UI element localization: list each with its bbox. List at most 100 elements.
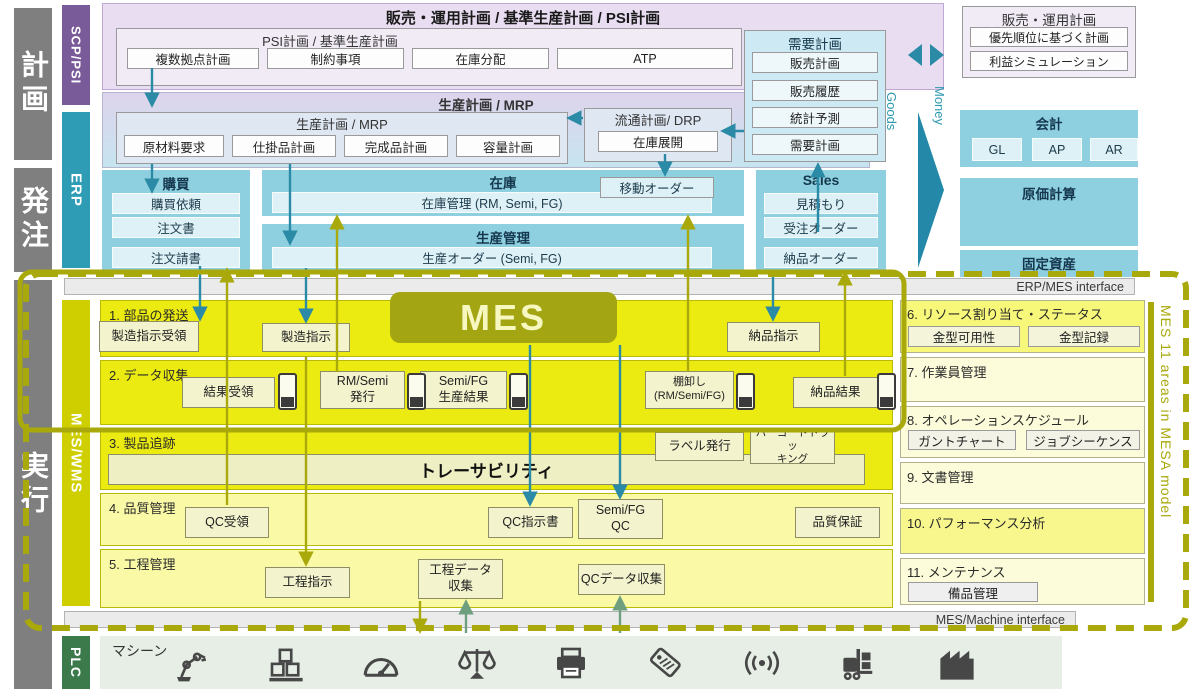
mesa-model-note: MES 11 areas in MESA model <box>1158 305 1174 519</box>
profit-simulation-box: 利益シミュレーション <box>970 51 1128 71</box>
handheld-device-icon <box>407 373 426 410</box>
machine-label: マシーン <box>112 643 168 659</box>
handheld-device-icon <box>877 373 896 410</box>
production-title: 生産管理 <box>476 231 530 246</box>
mrp-box-title: 生産計画 / MRP <box>296 117 388 132</box>
finished-goods-planning-box: 完成品計画 <box>344 135 448 157</box>
printer-icon <box>557 647 585 679</box>
layer-scp-psi-label: SCP/PSI <box>68 25 84 85</box>
mes-area-6-title: 6. リソース割り当て・ステータス <box>907 307 1103 322</box>
goods-flow-label: Goods <box>884 92 899 131</box>
multi-site-planning-box: 複数拠点計画 <box>127 48 259 69</box>
layer-mes-wms: MES/WMS <box>62 300 90 606</box>
planning-main-title: 販売・運用計画 / 基準生産計画 / PSI計画 <box>385 10 661 27</box>
factory-icon <box>940 650 974 680</box>
semi-fg-qc-box: Semi/FG QC <box>578 499 663 539</box>
qc-receipt-box: QC受領 <box>185 507 269 538</box>
handheld-device-icon <box>736 373 755 410</box>
delivery-instruction-box: 納品指示 <box>727 322 820 352</box>
mrp-region-title: 生産計画 / MRP <box>438 98 534 113</box>
sop-title: 販売・運用計画 <box>1001 13 1097 28</box>
layer-erp-label: ERP <box>67 173 85 207</box>
purchase-order-box: 注文書 <box>112 217 240 238</box>
stocktaking-box: 棚卸し (RM/Semi/FG) <box>645 371 734 409</box>
costing-title: 原価計算 <box>1022 187 1076 202</box>
fixed-assets-title: 固定資産 <box>1022 257 1076 272</box>
mesa-note-bar <box>1148 302 1154 602</box>
qc-instruction-box: QC指示書 <box>488 507 573 538</box>
sales-plan-box: 販売計画 <box>752 52 878 73</box>
raw-material-requirements-box: 原材料要求 <box>124 135 224 157</box>
demand-plan-title: 需要計画 <box>788 37 842 52</box>
layer-scp-psi: SCP/PSI <box>62 5 90 105</box>
result-receipt-box: 結果受領 <box>182 377 275 408</box>
mes-machine-interface-label: MES/Machine interface <box>935 612 1065 627</box>
mes-area-10: 10. パフォーマンス分析 <box>900 508 1145 554</box>
scale-icon <box>457 649 496 679</box>
mfg-instruction-box: 製造指示 <box>262 323 350 352</box>
capacity-planning-box: 容量計画 <box>456 135 560 157</box>
production-order-bar: 生産オーダー (Semi, FG) <box>272 247 712 268</box>
gantt-chart-box: ガントチャート <box>908 430 1016 450</box>
purchase-request-box: 購買依頼 <box>112 193 240 214</box>
mes-badge: MES <box>390 292 617 343</box>
layer-erp: ERP <box>62 112 90 268</box>
sales-order-box: 受注オーダー <box>764 217 878 238</box>
ap-box: AP <box>1032 138 1082 161</box>
mes-area-8-title: 8. オペレーションスケジュール <box>907 413 1090 428</box>
delivery-result-box: 納品結果 <box>793 377 878 408</box>
pallet-boxes-icon <box>268 648 303 682</box>
equipment-management-box: 備品管理 <box>908 582 1038 602</box>
mold-availability-box: 金型可用性 <box>908 326 1020 347</box>
inventory-title: 在庫 <box>489 176 517 191</box>
lane-execute-label: 実行 <box>18 450 49 519</box>
mes-area-9-title: 9. 文書管理 <box>907 470 974 485</box>
barcode-tracking-box: バーコードトラッ キング <box>750 427 835 465</box>
tag-icon <box>649 647 681 678</box>
rm-semi-issue-box: RM/Semi 発行 <box>320 371 405 409</box>
wip-planning-box: 仕掛品計画 <box>232 135 336 157</box>
inventory-deployment-box: 在庫展開 <box>598 131 718 152</box>
mes-area-11-title: 11. メンテナンス <box>907 565 1006 580</box>
process-instruction-box: 工程指示 <box>265 567 350 598</box>
process-data-collection-box: 工程データ 収集 <box>418 559 503 599</box>
mold-record-box: 金型記録 <box>1028 326 1140 347</box>
qc-data-collection-box: QCデータ収集 <box>578 564 665 595</box>
demand-plan-item-box: 需要計画 <box>752 134 878 155</box>
lane-plan-label: 計画 <box>18 50 49 118</box>
erp-mes-interface-label: ERP/MES interface <box>1016 279 1124 294</box>
machine-icon-strip <box>170 640 980 686</box>
lane-plan: 計画 <box>14 8 52 160</box>
lane-execute: 実行 <box>14 280 52 689</box>
gauge-icon <box>363 658 399 677</box>
mes-area-7-title: 7. 作業員管理 <box>907 365 987 380</box>
inventory-allocation-box: 在庫分配 <box>412 48 549 69</box>
job-sequence-box: ジョブシーケンス <box>1026 430 1140 450</box>
sales-title: Sales <box>802 172 840 188</box>
priority-planning-box: 優先順位に基づく計画 <box>970 27 1128 47</box>
atp-box: ATP <box>557 48 733 69</box>
mes-area-9: 9. 文書管理 <box>900 462 1145 504</box>
money-flow-label: Money <box>932 86 947 126</box>
statistical-forecast-box: 統計予測 <box>752 107 878 128</box>
label-issue-box: ラベル発行 <box>655 432 744 461</box>
order-confirmation-box: 注文請書 <box>112 247 240 268</box>
delivery-order-box: 納品オーダー <box>764 247 878 268</box>
robot-arm-icon <box>177 652 207 682</box>
lane-order: 発注 <box>14 168 52 272</box>
mfg-instruction-receipt-box: 製造指示受領 <box>99 321 199 352</box>
semi-fg-production-result-box: Semi/FG 生産結果 <box>420 371 507 409</box>
mes-area-10-title: 10. パフォーマンス分析 <box>907 516 1046 531</box>
drp-title: 流通計画/ DRP <box>614 113 702 128</box>
handheld-device-icon <box>509 373 528 410</box>
gl-box: GL <box>972 138 1022 161</box>
move-order-box: 移動オーダー <box>600 177 714 198</box>
money-flow-arrow-icon <box>918 112 944 268</box>
sales-history-box: 販売履歴 <box>752 80 878 101</box>
accounting-title: 会計 <box>1035 117 1063 132</box>
layer-mes-wms-label: MES/WMS <box>67 412 85 494</box>
costing-panel <box>960 178 1138 246</box>
constraints-box: 制約事項 <box>267 48 404 69</box>
mes-machine-interface-bar: MES/Machine interface <box>64 611 1076 628</box>
